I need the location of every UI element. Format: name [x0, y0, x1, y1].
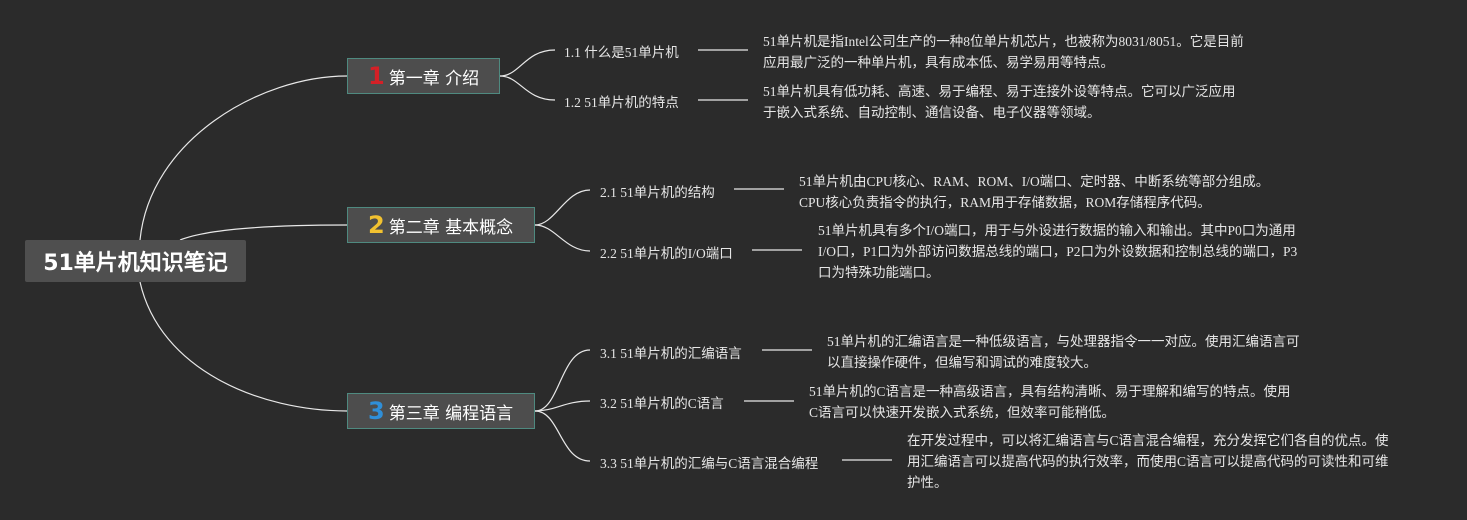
desc-line: CPU核心负责指令的执行，RAM用于存储数据，ROM存储程序代码。 [799, 195, 1211, 210]
section-3-3-desc: 在开发过程中，可以将汇编语言与C语言混合编程，充分发挥它们各自的优点。使 用汇编… [907, 430, 1389, 493]
desc-line: 在开发过程中，可以将汇编语言与C语言混合编程，充分发挥它们各自的优点。使 [907, 433, 1389, 448]
desc-line: 51单片机的C语言是一种高级语言，具有结构清晰、易于理解和编写的特点。使用 [809, 384, 1291, 399]
link-root-ch2 [179, 224, 348, 241]
section-1-2[interactable]: 1.2 51单片机的特点 [564, 95, 679, 110]
chapter-title-3: 第三章 编程语言 [388, 403, 514, 424]
link-root-ch1 [139, 75, 348, 241]
chapter-number-2: 2 [368, 211, 385, 239]
desc-line: C语言可以快速开发嵌入式系统，但效率可能稍低。 [809, 405, 1116, 420]
link-ch3-s3 [534, 410, 591, 462]
root-node[interactable]: 51单片机知识笔记 [25, 240, 246, 282]
section-2-2-desc: 51单片机具有多个I/O端口，用于与外设进行数据的输入和输出。其中P0口为通用 … [818, 220, 1297, 283]
desc-line: I/O口，P1口为外部访问数据总线的端口，P2口为外设数据和控制总线的端口，P3 [818, 244, 1298, 259]
desc-line: 51单片机具有低功耗、高速、易于编程、易于连接外设等特点。它可以广泛应用 [763, 84, 1236, 99]
chapter-node-3[interactable]: 3 第三章 编程语言 [347, 393, 535, 429]
section-3-1[interactable]: 3.1 51单片机的汇编语言 [600, 346, 742, 361]
link-root-ch3 [139, 281, 348, 412]
section-3-3[interactable]: 3.3 51单片机的汇编与C语言混合编程 [600, 456, 819, 471]
desc-line: 51单片机由CPU核心、RAM、ROM、I/O端口、定时器、中断系统等部分组成。 [799, 174, 1270, 189]
section-3-2[interactable]: 3.2 51单片机的C语言 [600, 396, 724, 411]
section-2-1-desc: 51单片机由CPU核心、RAM、ROM、I/O端口、定时器、中断系统等部分组成。… [799, 171, 1269, 213]
desc-line: 于嵌入式系统、自动控制、通信设备、电子仪器等领域。 [763, 105, 1101, 120]
chapter-node-1[interactable]: 1 第一章 介绍 [347, 58, 500, 94]
link-ch2-s2 [534, 224, 591, 252]
desc-line: 51单片机是指Intel公司生产的一种8位单片机芯片，也被称为8031/8051… [763, 34, 1244, 49]
chapter-title-2: 第二章 基本概念 [388, 217, 514, 238]
link-ch3-s1 [534, 349, 591, 412]
link-ch2-s1 [534, 189, 591, 226]
desc-line: 口为特殊功能端口。 [818, 265, 940, 280]
desc-line: 51单片机具有多个I/O端口，用于与外设进行数据的输入和输出。其中P0口为通用 [818, 223, 1296, 238]
link-ch1-s1 [499, 49, 556, 77]
link-ch3-s2 [534, 400, 591, 412]
section-3-2-desc: 51单片机的C语言是一种高级语言，具有结构清晰、易于理解和编写的特点。使用 C语… [809, 381, 1291, 423]
section-1-2-desc: 51单片机具有低功耗、高速、易于编程、易于连接外设等特点。它可以广泛应用 于嵌入… [763, 81, 1236, 123]
section-1-1[interactable]: 1.1 什么是51单片机 [564, 45, 679, 60]
chapter-node-2[interactable]: 2 第二章 基本概念 [347, 207, 535, 243]
root-title: 51单片机知识笔记 [43, 251, 228, 276]
desc-line: 应用最广泛的一种单片机，具有成本低、易学易用等特点。 [763, 55, 1114, 70]
section-3-1-desc: 51单片机的汇编语言是一种低级语言，与处理器指令一一对应。使用汇编语言可 以直接… [827, 331, 1300, 373]
section-2-1[interactable]: 2.1 51单片机的结构 [600, 185, 715, 200]
section-1-1-desc: 51单片机是指Intel公司生产的一种8位单片机芯片，也被称为8031/8051… [763, 31, 1244, 73]
section-2-2[interactable]: 2.2 51单片机的I/O端口 [600, 246, 733, 261]
desc-line: 护性。 [907, 475, 948, 490]
link-ch1-s2 [499, 75, 556, 101]
chapter-number-1: 1 [368, 62, 385, 90]
chapter-title-1: 第一章 介绍 [388, 68, 480, 89]
chapter-number-3: 3 [368, 397, 385, 425]
desc-line: 51单片机的汇编语言是一种低级语言，与处理器指令一一对应。使用汇编语言可 [827, 334, 1300, 349]
desc-line: 以直接操作硬件，但编写和调试的难度较大。 [827, 355, 1097, 370]
desc-line: 用汇编语言可以提高代码的执行效率，而使用C语言可以提高代码的可读性和可维 [907, 454, 1389, 469]
